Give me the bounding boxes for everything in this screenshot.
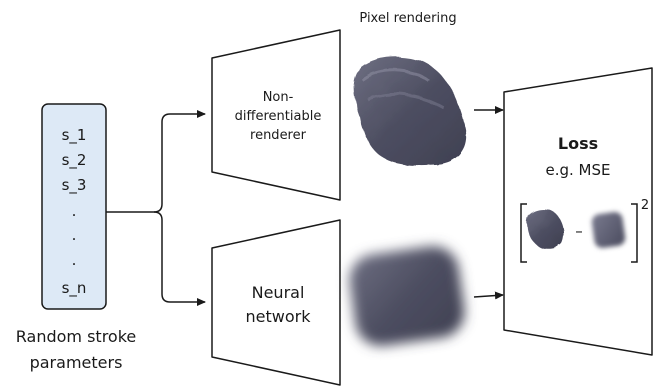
pixel-rendering-label: Pixel rendering — [359, 11, 456, 26]
param-dot-1: . — [72, 202, 77, 220]
renderer-label-line-1: Non- — [263, 90, 294, 105]
rendered-stroke-blurry — [349, 246, 465, 346]
formula-right-bracket — [631, 203, 638, 263]
branch-connector-lower — [153, 211, 206, 306]
neural-label-line-1: Neural — [252, 283, 305, 302]
formula-blurry-stroke — [591, 211, 626, 248]
params-box — [41, 103, 107, 310]
loss-block — [503, 67, 653, 356]
formula-exponent: 2 — [641, 198, 649, 213]
param-3: s_3 — [62, 176, 87, 195]
loss-subtitle: e.g. MSE — [546, 161, 611, 179]
loss-title: Loss — [558, 134, 598, 153]
arrow-blurry-to-loss — [473, 291, 504, 300]
neural-network-block — [211, 219, 341, 386]
renderer-block — [211, 29, 341, 201]
neural-label-line-2: network — [246, 307, 312, 326]
param-dot-3: . — [72, 251, 77, 269]
param-1: s_1 — [62, 126, 87, 145]
param-dot-2: . — [72, 226, 77, 244]
param-2: s_2 — [62, 151, 87, 170]
rendered-stroke-sharp — [352, 56, 467, 166]
params-caption-line-1: Random stroke — [16, 327, 137, 346]
branch-connector — [106, 110, 206, 213]
params-caption-line-2: parameters — [30, 353, 123, 372]
formula-minus: – — [575, 222, 583, 240]
renderer-label-line-3: renderer — [250, 128, 307, 143]
formula-left-bracket — [520, 203, 527, 263]
param-n: s_n — [62, 279, 87, 298]
formula-sharp-stroke — [527, 210, 565, 249]
renderer-label-line-2: differentiable — [235, 109, 322, 124]
